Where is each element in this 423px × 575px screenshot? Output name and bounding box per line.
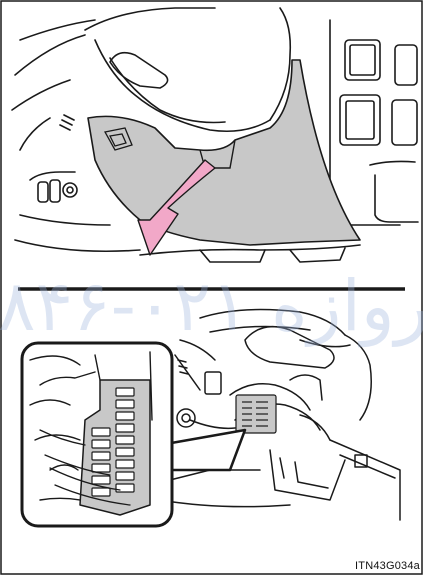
fuse-block-location (236, 395, 276, 433)
zoom-callout (22, 343, 172, 526)
lower-cover-panel (88, 60, 360, 245)
figure-code: ITN43G034a (355, 560, 420, 572)
watermark: دروازه ۰۲۱-۸۸۴۶ (0, 265, 423, 348)
